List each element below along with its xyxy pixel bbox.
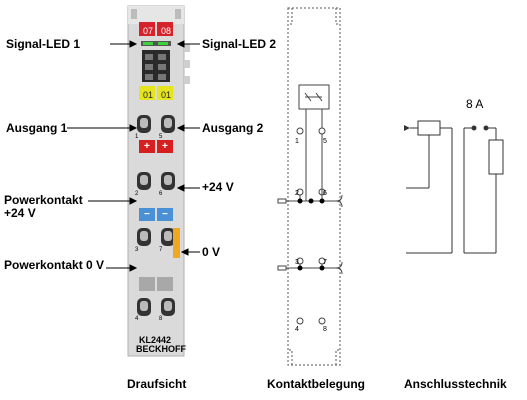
orange-tab bbox=[173, 228, 180, 258]
terminal-row-4 bbox=[137, 298, 175, 316]
plus-24v-label: +24 V bbox=[202, 180, 234, 194]
caption-kontaktbelegung: Kontaktbelegung bbox=[267, 377, 365, 391]
led-out-2-label: 01 bbox=[161, 90, 172, 100]
pin-5: 5 bbox=[323, 138, 327, 145]
pin-8: 8 bbox=[323, 326, 327, 333]
led-out-2 bbox=[157, 86, 173, 100]
module-terminal-7: 7 bbox=[159, 247, 163, 253]
contact-assignment bbox=[277, 7, 343, 366]
signal-led-1-label: Signal-LED 1 bbox=[6, 37, 81, 51]
leader-lines bbox=[67, 40, 200, 272]
module-terminal-3: 3 bbox=[135, 247, 139, 253]
terminal-row-2 bbox=[137, 172, 175, 190]
plus-sign-right: + bbox=[162, 141, 168, 152]
plus-pad-left bbox=[139, 140, 155, 153]
module-terminal-1: 1 bbox=[135, 134, 139, 140]
wiring-diagram bbox=[404, 120, 504, 254]
minus-sign-left: − bbox=[144, 209, 150, 220]
contact-junctions bbox=[297, 198, 325, 271]
ausgang-1-label: Ausgang 1 bbox=[6, 121, 68, 135]
pin-6: 6 bbox=[323, 190, 327, 197]
led-07-label: 07 bbox=[143, 26, 154, 36]
pin-3: 3 bbox=[295, 259, 299, 266]
powerkontakt-24v-label-line1: Powerkontakt bbox=[4, 193, 83, 207]
minus-sign-right: − bbox=[162, 209, 168, 220]
fuse-rating-label: 8 A bbox=[466, 97, 484, 111]
pin-1: 1 bbox=[295, 138, 299, 145]
module-terminal-5: 5 bbox=[159, 134, 163, 140]
pin-7: 7 bbox=[323, 259, 327, 266]
minus-pad-right bbox=[157, 208, 173, 221]
led-08 bbox=[157, 22, 173, 36]
terminal-row-3 bbox=[137, 228, 175, 246]
plus-sign-left: + bbox=[144, 141, 150, 152]
led-out-1-label: 01 bbox=[143, 90, 154, 100]
module-terminal-8: 8 bbox=[159, 316, 163, 322]
module-terminal-2: 2 bbox=[135, 191, 139, 197]
module-terminal-4: 4 bbox=[135, 316, 139, 322]
powerkontakt-0v-label: Powerkontakt 0 V bbox=[4, 258, 105, 272]
terminal-module bbox=[127, 5, 190, 357]
brand-label: BECKHOFF bbox=[136, 344, 186, 354]
caption-draufsicht: Draufsicht bbox=[127, 377, 187, 391]
ausgang-2-label: Ausgang 2 bbox=[202, 121, 264, 135]
pin-2: 2 bbox=[295, 190, 299, 197]
zero-v-label: 0 V bbox=[202, 245, 221, 259]
caption-anschlusstechnik: Anschlusstechnik bbox=[404, 377, 507, 391]
module-terminal-6: 6 bbox=[159, 191, 163, 197]
pin-4: 4 bbox=[295, 326, 299, 333]
terminal-row-1 bbox=[137, 115, 175, 133]
led-08-label: 08 bbox=[161, 26, 172, 36]
plus-pad-right bbox=[157, 140, 173, 153]
led-out-1 bbox=[139, 86, 155, 100]
powerkontakt-24v-label-line2: +24 V bbox=[4, 206, 36, 220]
minus-pad-left bbox=[139, 208, 155, 221]
signal-led-2-label: Signal-LED 2 bbox=[202, 37, 277, 51]
led-07 bbox=[139, 22, 155, 36]
model-label: KL2442 bbox=[139, 335, 172, 345]
